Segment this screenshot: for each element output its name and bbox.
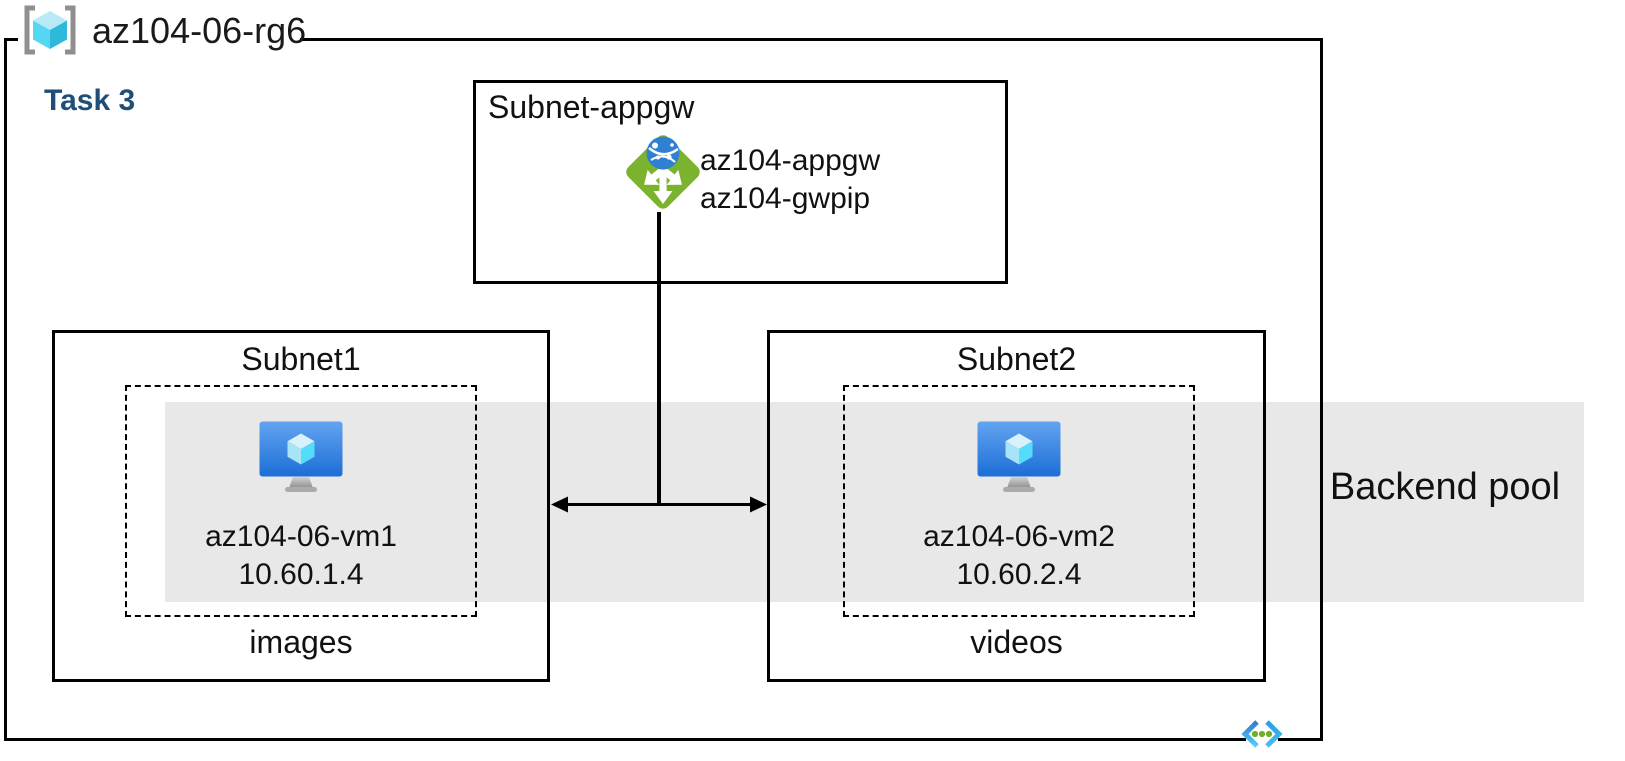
appgw-labels: az104-appgw az104-gwpip (700, 142, 880, 218)
subnet2-dashed-group (843, 385, 1195, 617)
subnet1-title: Subnet1 (241, 341, 361, 377)
task-label: Task 3 (44, 84, 136, 117)
subnet1-box: Subnet1 (52, 330, 550, 682)
backend-pool-band (165, 402, 1584, 602)
backend-pool-label: Backend pool (1329, 466, 1561, 508)
subnet2-caption: videos (970, 624, 1063, 660)
connector-appgw-vertical-line (657, 212, 661, 505)
subnet1-dashed-group (125, 385, 477, 617)
vm2-ip-label: 10.60.2.4 (956, 558, 1082, 591)
vm1-labels: az104-06-vm1 10.60.1.4 (125, 518, 477, 594)
resource-group-border-gap (18, 34, 300, 44)
resource-group-icon (24, 5, 76, 55)
vm2-name-label: az104-06-vm2 (923, 520, 1115, 553)
subnet1-caption: images (249, 624, 353, 660)
vm1-ip-label: 10.60.1.4 (238, 558, 364, 591)
resource-group-border (4, 38, 1323, 741)
connector-subnet1-subnet2-arrow (551, 496, 767, 513)
subnet2-box: Subnet2 (767, 330, 1266, 682)
virtual-machine-icon (977, 421, 1061, 492)
virtual-machine-icon (259, 421, 343, 492)
subnet-appgw-title: Subnet-appgw (488, 89, 695, 125)
appgw-name-label: az104-appgw (700, 144, 881, 177)
resource-group-name: az104-06-rg6 (92, 10, 307, 51)
subnet2-title: Subnet2 (956, 341, 1077, 377)
virtual-network-icon (1241, 720, 1283, 748)
subnet-appgw-box: Subnet-appgw (473, 80, 1008, 284)
gwpip-name-label: az104-gwpip (700, 182, 871, 215)
vm2-labels: az104-06-vm2 10.60.2.4 (843, 518, 1195, 594)
vm1-name-label: az104-06-vm1 (205, 520, 397, 553)
application-gateway-icon (626, 135, 700, 209)
